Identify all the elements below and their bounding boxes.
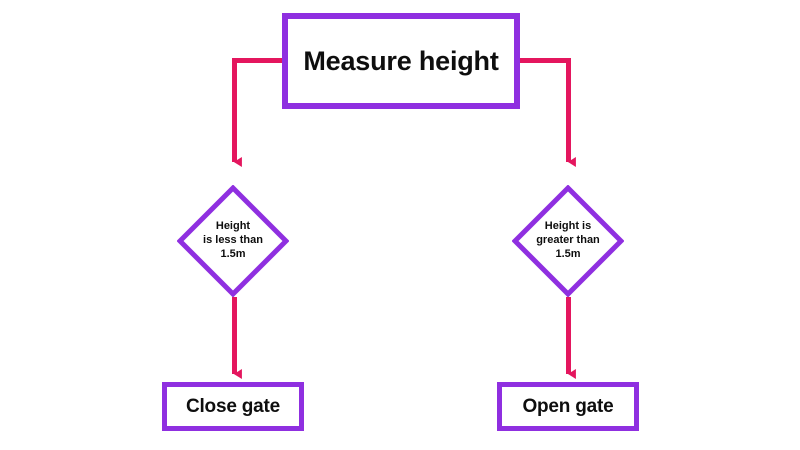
node-decision-height-greater-than[interactable]: Height is greater than 1.5m [512, 185, 624, 297]
node-decision-height-less-than-label: Height is less than 1.5m [203, 220, 263, 260]
node-close-gate[interactable]: Close gate [162, 382, 304, 431]
connector-measure-to-greater [520, 58, 576, 167]
connector-measure-to-less [232, 58, 282, 167]
node-open-gate-label: Open gate [522, 395, 614, 417]
node-measure-height-label: Measure height [303, 45, 499, 76]
diamond-shape [512, 185, 624, 297]
node-measure-height[interactable]: Measure height [282, 13, 520, 109]
node-decision-height-less-than[interactable]: Height is less than 1.5m [177, 185, 289, 297]
node-open-gate[interactable]: Open gate [497, 382, 639, 431]
node-decision-height-greater-than-label: Height is greater than 1.5m [536, 220, 600, 260]
diamond-shape [177, 185, 289, 297]
node-close-gate-label: Close gate [185, 395, 281, 417]
